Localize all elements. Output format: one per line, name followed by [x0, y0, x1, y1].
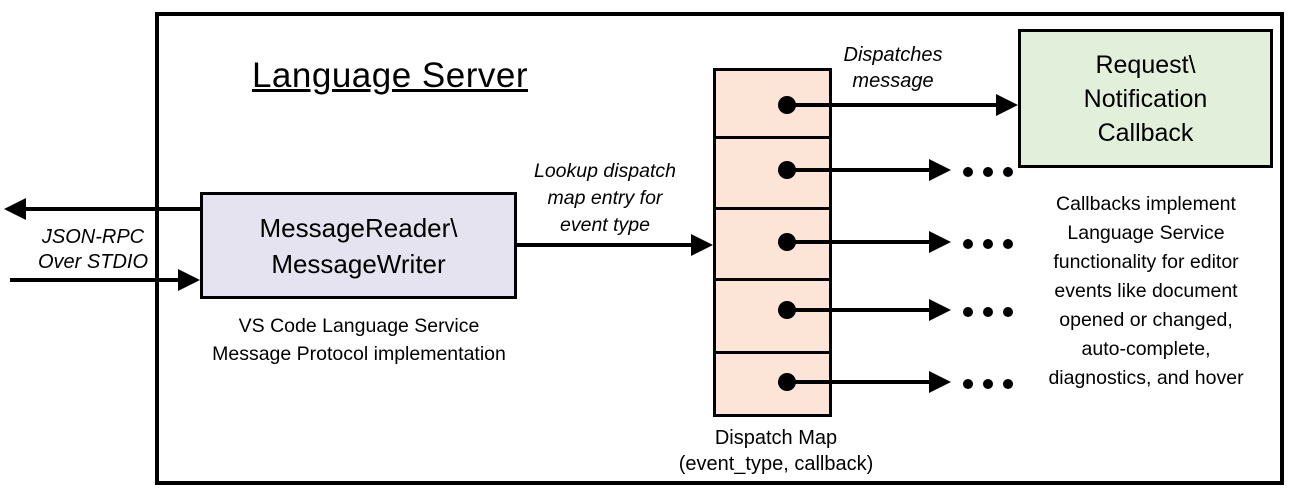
message-reader-writer-box: MessageReader\ MessageWriter: [200, 192, 517, 299]
dispatch-arrow-line: [787, 168, 929, 172]
json-rpc-label-line1: JSON-RPC: [41, 226, 145, 248]
dispatches-message-line2: message: [852, 70, 934, 92]
callbacks-note: Callbacks implement Language Service fun…: [1008, 190, 1284, 393]
more-callbacks-ellipsis-icon: [963, 167, 1013, 177]
dispatch-arrowhead-icon: [996, 94, 1018, 116]
request-notification-callback-box: Request\ Notification Callback: [1018, 29, 1273, 168]
callbacks-note-line: diagnostics, and hover: [1048, 367, 1244, 389]
diagram-title: Language Server: [251, 56, 529, 95]
dispatch-arrowhead-icon: [929, 371, 951, 393]
map-row-divider: [716, 278, 829, 281]
more-callbacks-ellipsis-icon: [963, 239, 1013, 249]
reader-caption-line1: VS Code Language Service: [238, 315, 480, 337]
dispatches-message-line1: Dispatches: [843, 44, 943, 66]
reader-box-line2: MessageWriter: [271, 248, 446, 279]
callbacks-note-line: opened or changed,: [1059, 309, 1233, 331]
callback-box-line3: Callback: [1097, 118, 1194, 147]
reader-caption: VS Code Language Service Message Protoco…: [198, 312, 520, 368]
callbacks-note-line: events like document: [1054, 280, 1238, 302]
dispatch-arrow-line: [787, 240, 929, 244]
callback-box-line2: Notification: [1083, 84, 1208, 113]
json-rpc-label: JSON-RPC Over STDIO: [22, 225, 164, 275]
dispatch-map-caption: Dispatch Map (event_type, callback): [676, 425, 876, 477]
dispatch-arrowhead-icon: [929, 299, 951, 321]
dispatch-map-caption-line2: (event_type, callback): [678, 453, 874, 475]
callbacks-note-line: Callbacks implement: [1056, 193, 1236, 215]
map-row-divider: [716, 207, 829, 210]
lookup-arrowhead-icon: [691, 234, 713, 256]
more-callbacks-ellipsis-icon: [963, 307, 1013, 317]
lookup-label-line1: Lookup dispatch: [533, 160, 677, 182]
map-row-divider: [716, 136, 829, 139]
dispatch-arrow-line: [787, 380, 929, 384]
arrow-line-in: [10, 278, 178, 282]
lookup-label-line3: event type: [560, 214, 650, 236]
callbacks-note-line: functionality for editor: [1053, 251, 1239, 273]
lookup-arrow-line: [517, 243, 691, 247]
callbacks-note-line: auto-complete,: [1081, 338, 1211, 360]
dispatch-arrowhead-icon: [929, 159, 951, 181]
more-callbacks-ellipsis-icon: [963, 379, 1013, 389]
reader-caption-line2: Message Protocol implementation: [212, 343, 506, 365]
lookup-label-line2: map entry for: [547, 187, 663, 209]
dispatch-arrowhead-icon: [929, 231, 951, 253]
map-row-divider: [716, 351, 829, 354]
callback-box-line1: Request\: [1095, 50, 1196, 79]
dispatch-map-caption-line1: Dispatch Map: [714, 427, 838, 449]
arrow-line-out: [24, 207, 200, 211]
reader-box-line1: MessageReader\: [259, 212, 458, 243]
callbacks-note-line: Language Service: [1067, 222, 1225, 244]
left-arrowhead-out-icon: [4, 198, 26, 220]
dispatch-arrow-line: [787, 103, 996, 107]
dispatch-arrow-line: [787, 308, 929, 312]
right-arrowhead-in-icon: [178, 269, 200, 291]
json-rpc-label-line2: Over STDIO: [37, 251, 148, 273]
dispatches-message-label: Dispatches message: [828, 42, 958, 94]
lookup-label: Lookup dispatch map entry for event type: [505, 158, 705, 239]
